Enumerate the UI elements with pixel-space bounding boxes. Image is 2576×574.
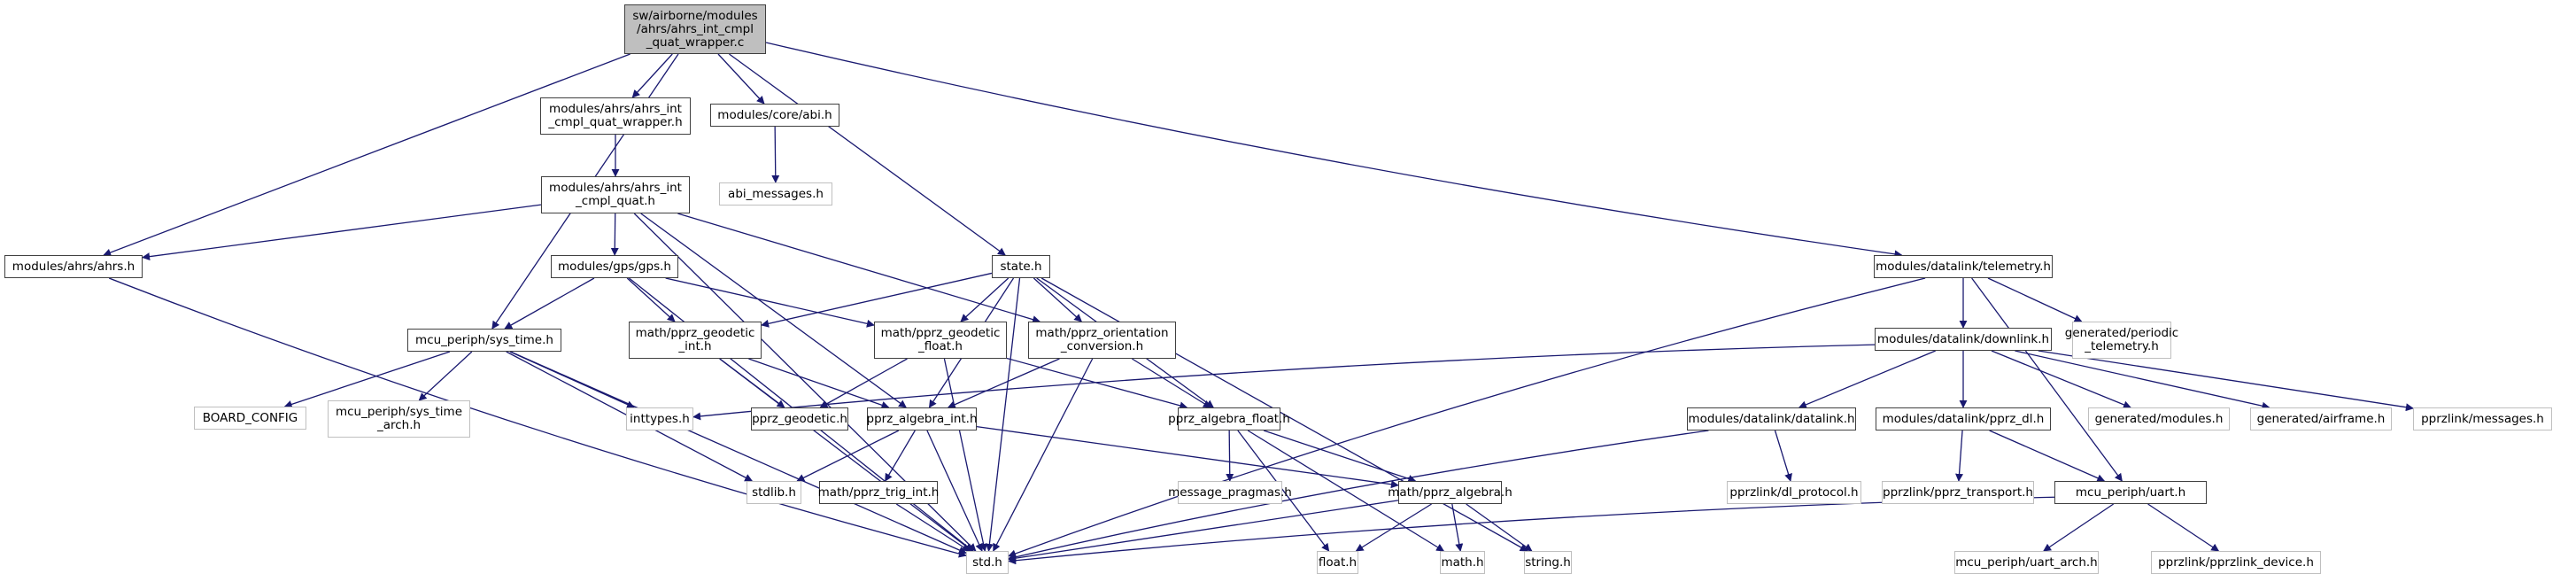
node-string-h: string.h (1524, 551, 1572, 574)
edge-algebra_int_h-to-trig_int_h (885, 430, 916, 482)
edge-geodetic_float_h-to-pprz_geodetic_h (819, 358, 908, 408)
node-inttypes-h: inttypes.h (626, 407, 693, 430)
edge-state_h-to-geodetic_int_h (761, 272, 993, 328)
edge-pprz_algebra_h-to-std_h (1008, 500, 1399, 562)
node-algebra-float-h[interactable]: pprz_algebra_float.h (1168, 407, 1290, 430)
edge-algebra_float_h-to-message_pragmas_h (1226, 430, 1234, 482)
edge-geodetic_int_h-to-algebra_int_h (748, 358, 890, 409)
node-gps-h[interactable]: modules/gps/gps.h (551, 255, 678, 278)
edge-ahrs_h-to-std_h (108, 277, 967, 558)
node-geodetic-int-h[interactable]: math/pprz_geodetic _int.h (629, 322, 762, 359)
node-sys-time-h[interactable]: mcu_periph/sys_time.h (407, 329, 561, 352)
edge-downlink_h-to-gen_modules_h (1991, 350, 2131, 409)
edge-algebra_int_h-to-std_h (926, 430, 983, 552)
node-cmpl-quat-h[interactable]: modules/ahrs/ahrs_int _cmpl_quat.h (541, 176, 690, 213)
node-uart-arch-h: mcu_periph/uart_arch.h (1954, 551, 2099, 574)
node-dl-protocol-h: pprzlink/dl_protocol.h (1727, 481, 1861, 504)
edge-algebra_float_h-to-float_h (1237, 430, 1330, 552)
node-pprz-dl-h[interactable]: modules/datalink/pprz_dl.h (1876, 407, 2051, 430)
node-pprz-transport-h: pprzlink/pprz_transport.h (1882, 481, 2034, 504)
edge-downlink_h-to-datalink_h (1798, 350, 1936, 409)
edge-telemetry_h-to-std_h (1008, 277, 1926, 558)
edge-pprz_algebra_h-to-string_h (1466, 503, 1533, 552)
node-datalink-h[interactable]: modules/datalink/datalink.h (1687, 407, 1856, 430)
edge-gps_h-to-geodetic_int_h (626, 277, 676, 322)
node-ahrs-h[interactable]: modules/ahrs/ahrs.h (4, 255, 143, 278)
edge-sys_time_h-to-sys_time_arch_h (418, 351, 473, 401)
edge-downlink_h-to-gen_airframe_h (2015, 350, 2270, 410)
node-telemetry-h[interactable]: modules/datalink/telemetry.h (1874, 255, 2053, 278)
node-pprz-geodetic-h[interactable]: pprz_geodetic.h (751, 407, 848, 430)
node-root: sw/airborne/modules /ahrs/ahrs_int_cmpl … (624, 4, 766, 54)
edge-state_h-to-geodetic_float_h (960, 277, 1010, 322)
node-generated-modules-h: generated/modules.h (2088, 407, 2230, 430)
edge-cmpl_quat_h-to-ahrs_h (142, 204, 542, 261)
node-geodetic-float-h[interactable]: math/pprz_geodetic _float.h (874, 322, 1007, 359)
edge-algebra_int_h-to-pprz_algebra_h (976, 425, 1399, 489)
node-sys-time-arch-h: mcu_periph/sys_time _arch.h (328, 400, 470, 438)
node-generated-airframe-h: generated/airframe.h (2250, 407, 2392, 430)
edge-pprz_algebra_h-to-float_h (1355, 503, 1432, 552)
edge-root-to-state_h (729, 53, 1006, 256)
edge-orientation_h-to-algebra_float_h (1132, 358, 1211, 408)
edge-telemetry_h-to-periodic_tel_h (1987, 277, 2083, 322)
edge-pprz_dl_h-to-pprz_transport_h (1955, 430, 1964, 482)
edge-sys_time_h-to-board_config (283, 351, 451, 408)
node-pprzlink-messages-h: pprzlink/messages.h (2413, 407, 2552, 430)
edge-geodetic_int_h-to-std_h (719, 358, 973, 552)
node-float-h: float.h (1317, 551, 1358, 574)
node-uart-h[interactable]: mcu_periph/uart.h (2054, 481, 2207, 504)
edge-gps_h-to-geodetic_float_h (665, 277, 875, 328)
edge-pprz_dl_h-to-uart_h (1989, 430, 2106, 482)
edge-trig_int_h-to-std_h (895, 503, 971, 552)
edge-downlink_h-to-inttypes_h (692, 344, 1876, 421)
edge-algebra_int_h-to-stdlib_h (796, 430, 900, 482)
edge-root-to-abi_h (717, 53, 765, 105)
node-downlink-h[interactable]: modules/datalink/downlink.h (1875, 328, 2052, 351)
edge-datalink_h-to-std_h (1008, 430, 1709, 562)
node-math-h: math.h (1440, 551, 1485, 574)
edge-gps_h-to-sys_time_h (504, 277, 595, 330)
edge-state_h-to-std_h (985, 277, 1021, 552)
node-stdlib-h: stdlib.h (746, 481, 801, 504)
edge-geodetic_float_h-to-std_h (943, 358, 987, 552)
edge-orientation_h-to-algebra_int_h (947, 358, 1060, 408)
edge-datalink_h-to-dl_protocol_h (1774, 430, 1792, 482)
edge-algebra_float_h-to-math_h (1247, 430, 1445, 552)
node-pprzlink-device-h: pprzlink/pprzlink_device.h (2151, 551, 2321, 574)
edge-abi_h-to-abi_messages_h (771, 126, 780, 183)
edge-orientation_h-to-std_h (993, 358, 1094, 552)
node-board-config: BOARD_CONFIG (194, 407, 306, 430)
node-abi-h[interactable]: modules/core/abi.h (710, 104, 839, 127)
edge-state_h-to-orientation_h (1033, 277, 1083, 322)
node-wrapper-h[interactable]: modules/ahrs/ahrs_int _cmpl_quat_wrapper… (540, 97, 691, 135)
edge-cmpl_quat_h-to-orientation_h (677, 213, 1041, 323)
node-state-h[interactable]: state.h (992, 255, 1050, 278)
edge-uart_h-to-pprzlink_device_h (2147, 503, 2220, 552)
edge-algebra_float_h-to-pprz_algebra_h (1263, 430, 1417, 483)
edge-telemetry_h-to-uart_h (1971, 277, 2123, 482)
edge-cmpl_quat_h-to-algebra_int_h (640, 213, 907, 408)
edge-sys_time_h-to-std_h (510, 351, 967, 555)
edge-root-to-telemetry_h (765, 42, 1903, 259)
edge-downlink_h-to-messages_h (2038, 350, 2414, 412)
edge-root-to-wrapper_h (631, 53, 673, 98)
edge-root-to-ahrs_h (103, 53, 630, 257)
node-periodic-telemetry-h: generated/periodic _telemetry.h (2065, 322, 2178, 359)
node-pprz-algebra-h[interactable]: math/pprz_algebra.h (1388, 481, 1512, 504)
edge-uart_h-to-uart_arch_h (2043, 503, 2115, 552)
node-orientation-conversion-h[interactable]: math/pprz_orientation _conversion.h (1028, 322, 1176, 359)
node-std-h: std.h (966, 551, 1009, 574)
edge-cmpl_quat_h-to-std_h (633, 213, 977, 552)
node-trig-int-h[interactable]: math/pprz_trig_int.h (818, 481, 939, 504)
edge-state_h-to-string_h (1040, 277, 1528, 552)
edge-pprz_algebra_h-to-math_h (1451, 503, 1464, 552)
node-message-pragmas-h: message_pragmas.h (1168, 481, 1292, 504)
node-algebra-int-h[interactable]: pprz_algebra_int.h (867, 407, 978, 430)
node-abi-messages-h: abi_messages.h (719, 182, 832, 206)
